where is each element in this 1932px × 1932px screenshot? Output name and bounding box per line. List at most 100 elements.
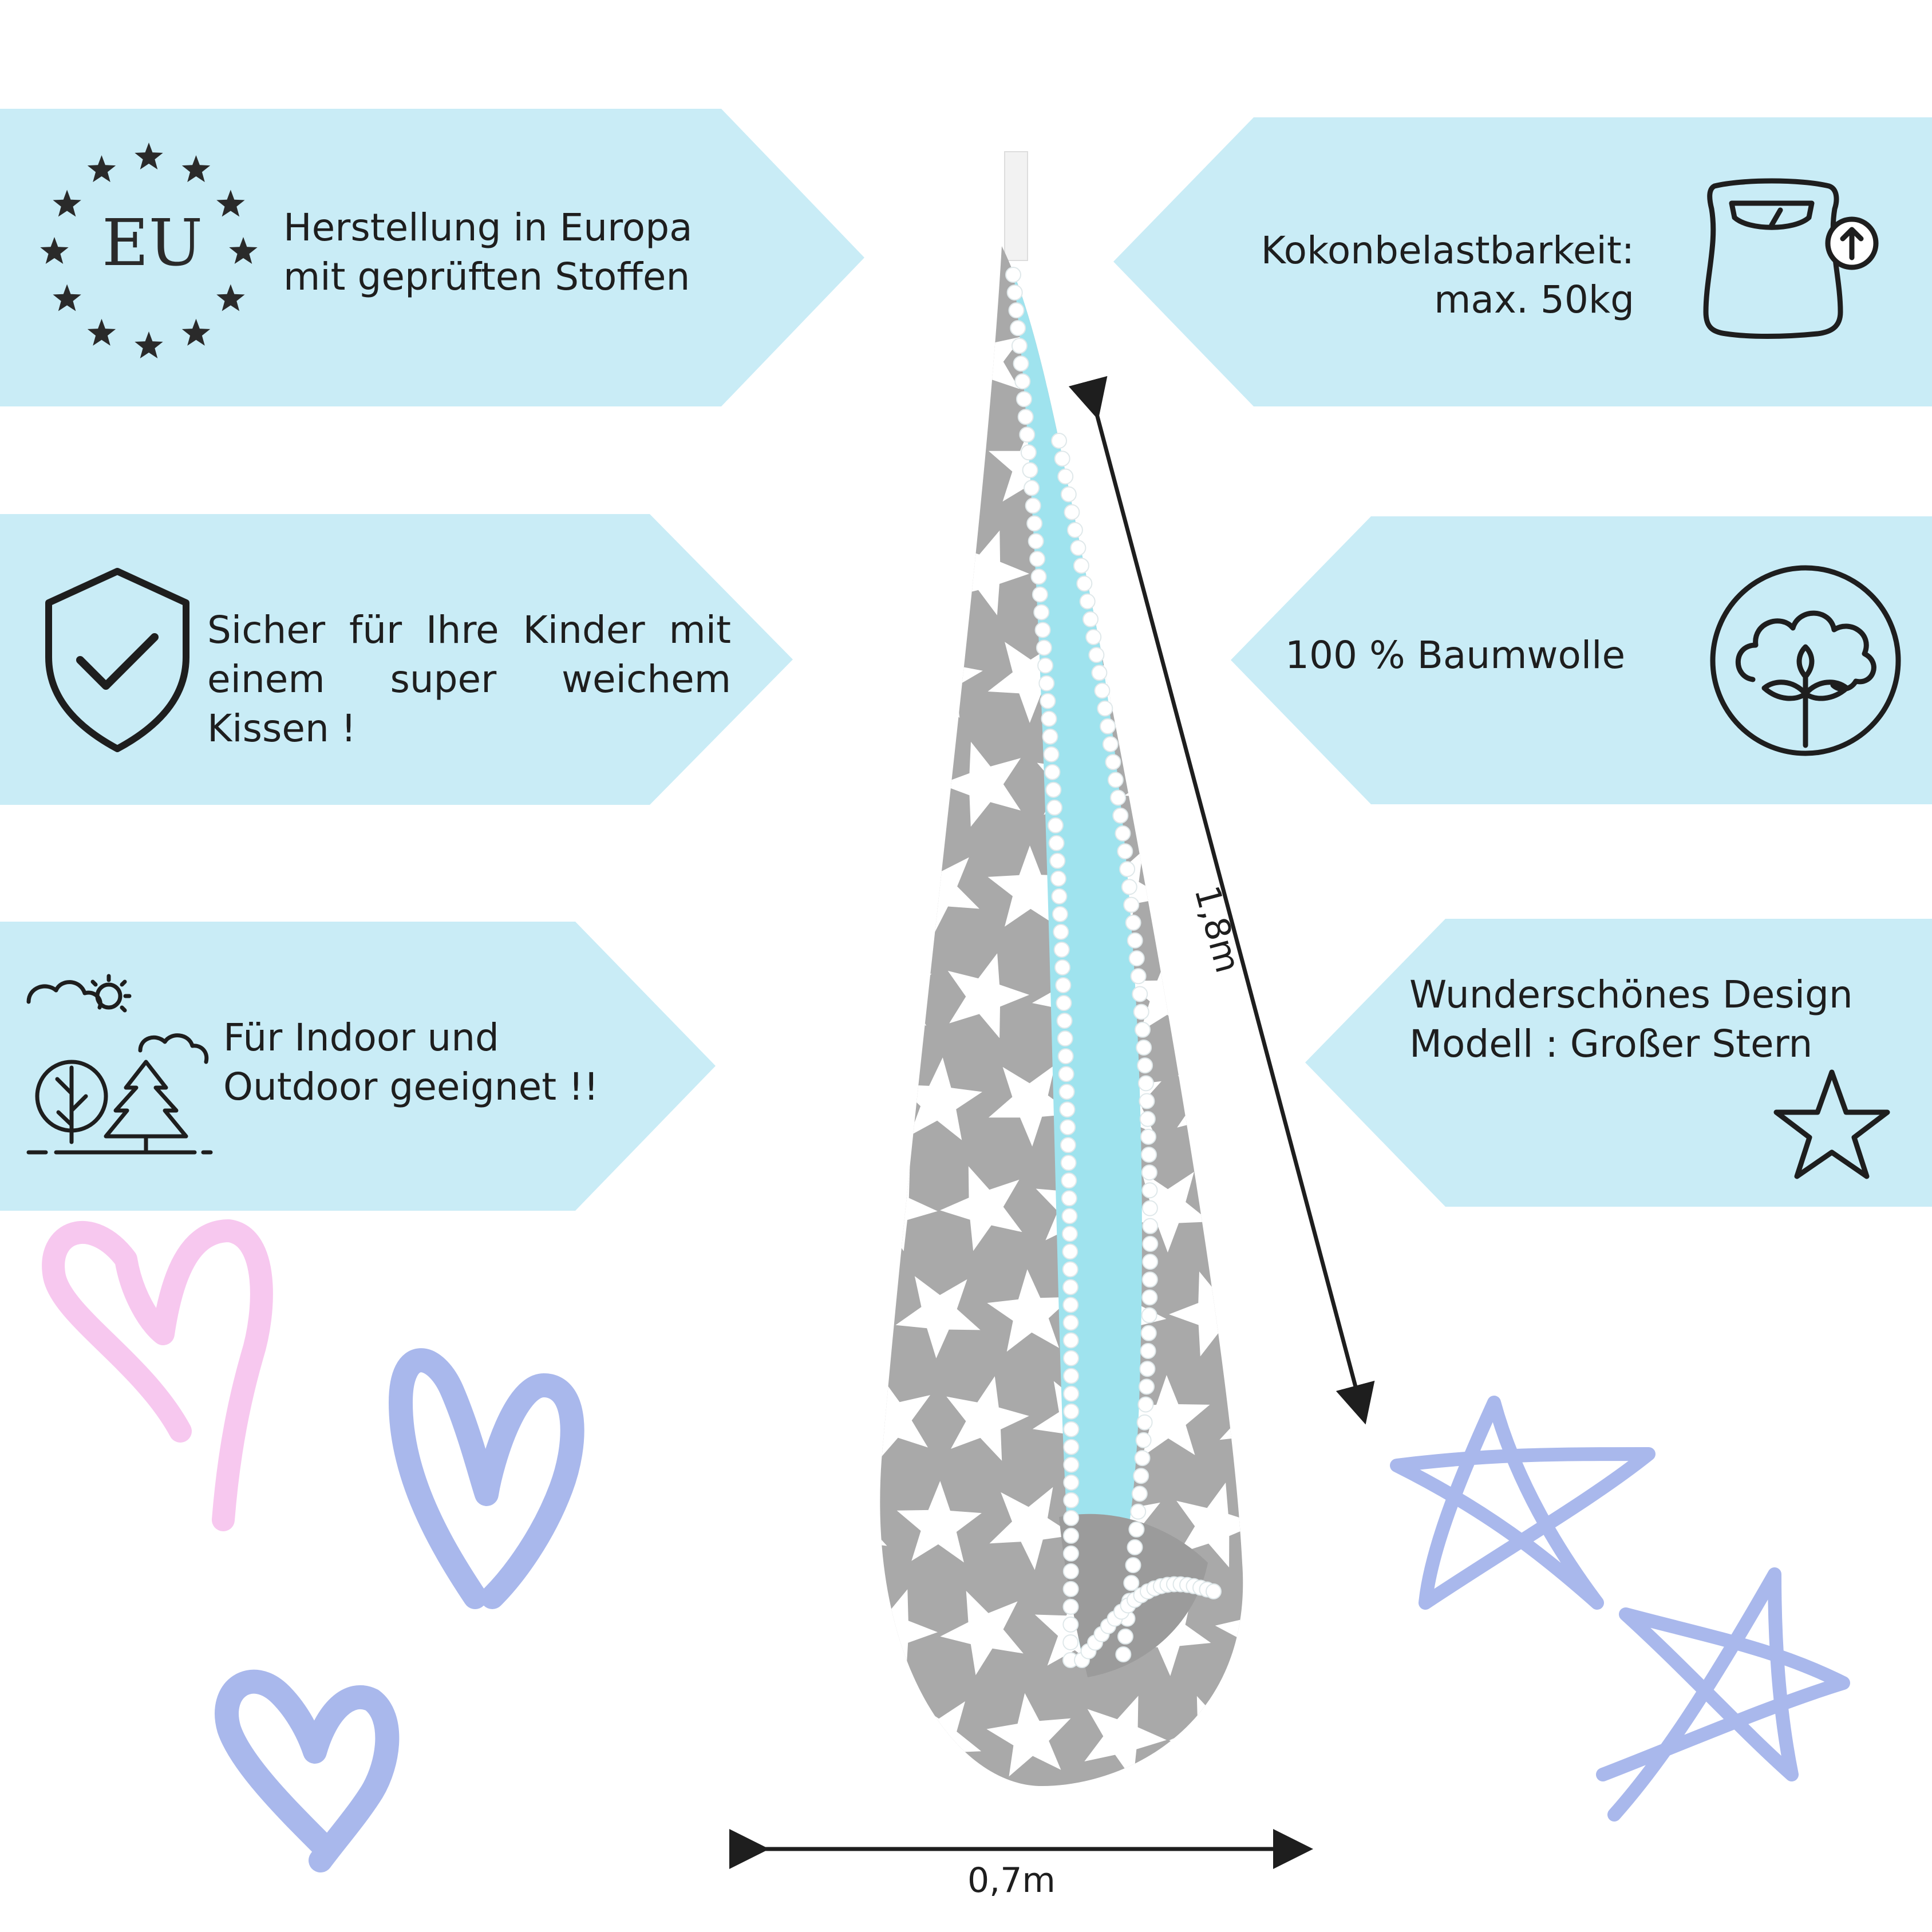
pompom: [1128, 950, 1145, 967]
pompom: [1141, 1147, 1157, 1163]
pompom: [1054, 959, 1070, 975]
feature-banner-design: Wunderschönes Design Modell : Großer Ste…: [1305, 919, 1932, 1207]
eu-star: [135, 143, 163, 169]
print-star: [1169, 422, 1243, 508]
pompom: [1062, 1314, 1079, 1331]
feature-banner-europe: EU Herstellung in Europa mit geprüften S…: [0, 109, 864, 406]
pompom: [1139, 1378, 1155, 1395]
banner-shape: [0, 109, 864, 406]
pompom: [1117, 843, 1133, 860]
pompom: [1057, 1030, 1073, 1047]
pompom: [1041, 710, 1057, 727]
print-star: [1266, 1270, 1288, 1354]
pompom: [1128, 1521, 1145, 1538]
pompom: [1033, 604, 1050, 621]
pompom: [1142, 1218, 1159, 1234]
load-text: Kokonbelastbarkeit: max. 50kg: [1228, 226, 1634, 325]
cotton-icon: [1707, 562, 1905, 762]
pompom: [1057, 468, 1074, 485]
pompom: [1115, 825, 1131, 841]
star-outline-icon: [1772, 1066, 1892, 1183]
pompom: [1054, 451, 1070, 467]
pompom: [1141, 1271, 1158, 1288]
pompom: [1062, 1297, 1079, 1313]
pompom: [1049, 852, 1066, 869]
load-line-1: Kokonbelastbarkeit:: [1261, 228, 1634, 272]
pompom: [1063, 1421, 1080, 1437]
feature-banner-safety: Sicher für Ihre Kinder mit einem super w…: [0, 514, 793, 805]
pompom: [1036, 639, 1052, 656]
print-star: [1261, 637, 1288, 721]
pompom: [1140, 1128, 1156, 1145]
pompom: [1130, 968, 1147, 985]
pompom: [1142, 1235, 1159, 1252]
blue-heart-doodle-small: [215, 1669, 400, 1872]
pompom: [1061, 1172, 1077, 1189]
pompom: [1060, 486, 1077, 503]
print-star: [940, 1166, 1022, 1251]
feature-banner-load: Kokonbelastbarkeit: max. 50kg: [1113, 117, 1932, 406]
pompom: [1139, 1361, 1156, 1377]
design-text: Wunderschönes Design Modell : Großer Ste…: [1409, 970, 1853, 1069]
outdoor-line-1: Für Indoor und: [223, 1016, 499, 1060]
pompom: [1112, 807, 1129, 824]
pompom: [1062, 1598, 1079, 1615]
pompom: [1125, 1557, 1141, 1574]
pompom: [1053, 923, 1069, 940]
eu-star: [181, 318, 211, 346]
print-star: [1267, 847, 1288, 931]
pompom: [1040, 693, 1056, 709]
print-star: [759, 316, 844, 397]
pompom: [1085, 629, 1102, 645]
pompom: [1066, 521, 1083, 538]
print-star: [898, 1057, 982, 1140]
print-star: [986, 1693, 1071, 1777]
pompom: [1038, 675, 1055, 692]
pompom: [1141, 1164, 1157, 1181]
print-star: [880, 1693, 891, 1777]
pompom: [1119, 861, 1136, 878]
pompom: [1136, 1414, 1153, 1431]
pompom: [1082, 611, 1099, 627]
pompom: [1131, 1485, 1148, 1502]
pompom: [1136, 1040, 1152, 1056]
print-star: [880, 528, 933, 613]
pompom: [1073, 558, 1089, 574]
pompom: [1137, 1396, 1154, 1413]
pompom: [1141, 1182, 1158, 1199]
print-star: [1176, 1482, 1243, 1568]
pompom: [1058, 1066, 1074, 1082]
pompom: [1127, 1539, 1143, 1555]
pompom: [1063, 1439, 1080, 1455]
feature-banner-outdoor: Für Indoor und Outdoor geeignet !!: [0, 922, 716, 1211]
pompom: [1045, 781, 1062, 798]
print-star: [1124, 322, 1208, 405]
eu-star: [87, 318, 116, 346]
print-star: [1261, 1486, 1288, 1570]
pompom: [1091, 665, 1108, 681]
pompom: [1102, 736, 1119, 752]
pompom: [1029, 551, 1046, 567]
pompom: [1043, 746, 1060, 762]
pink-heart-doodle: [42, 1219, 273, 1531]
pompom: [1047, 817, 1064, 833]
pompom: [1050, 870, 1066, 887]
print-star: [758, 1164, 842, 1247]
pompom: [1062, 1545, 1079, 1562]
pompom: [1140, 1325, 1157, 1341]
pompom: [1137, 1075, 1154, 1092]
banner-shape: [1231, 516, 1932, 804]
pompom: [1037, 657, 1054, 674]
pompom: [1010, 320, 1026, 337]
print-star: [988, 1065, 1074, 1147]
pompom: [1206, 1583, 1222, 1599]
pompom: [1115, 1646, 1132, 1662]
pompom: [1011, 338, 1028, 354]
pompom: [1063, 1350, 1079, 1366]
blue-heart-doodle: [389, 1348, 584, 1609]
pompom: [1005, 267, 1021, 283]
eu-star: [53, 189, 81, 217]
print-star: [1216, 316, 1243, 397]
pompom: [1121, 879, 1137, 895]
pompom: [1008, 302, 1025, 319]
